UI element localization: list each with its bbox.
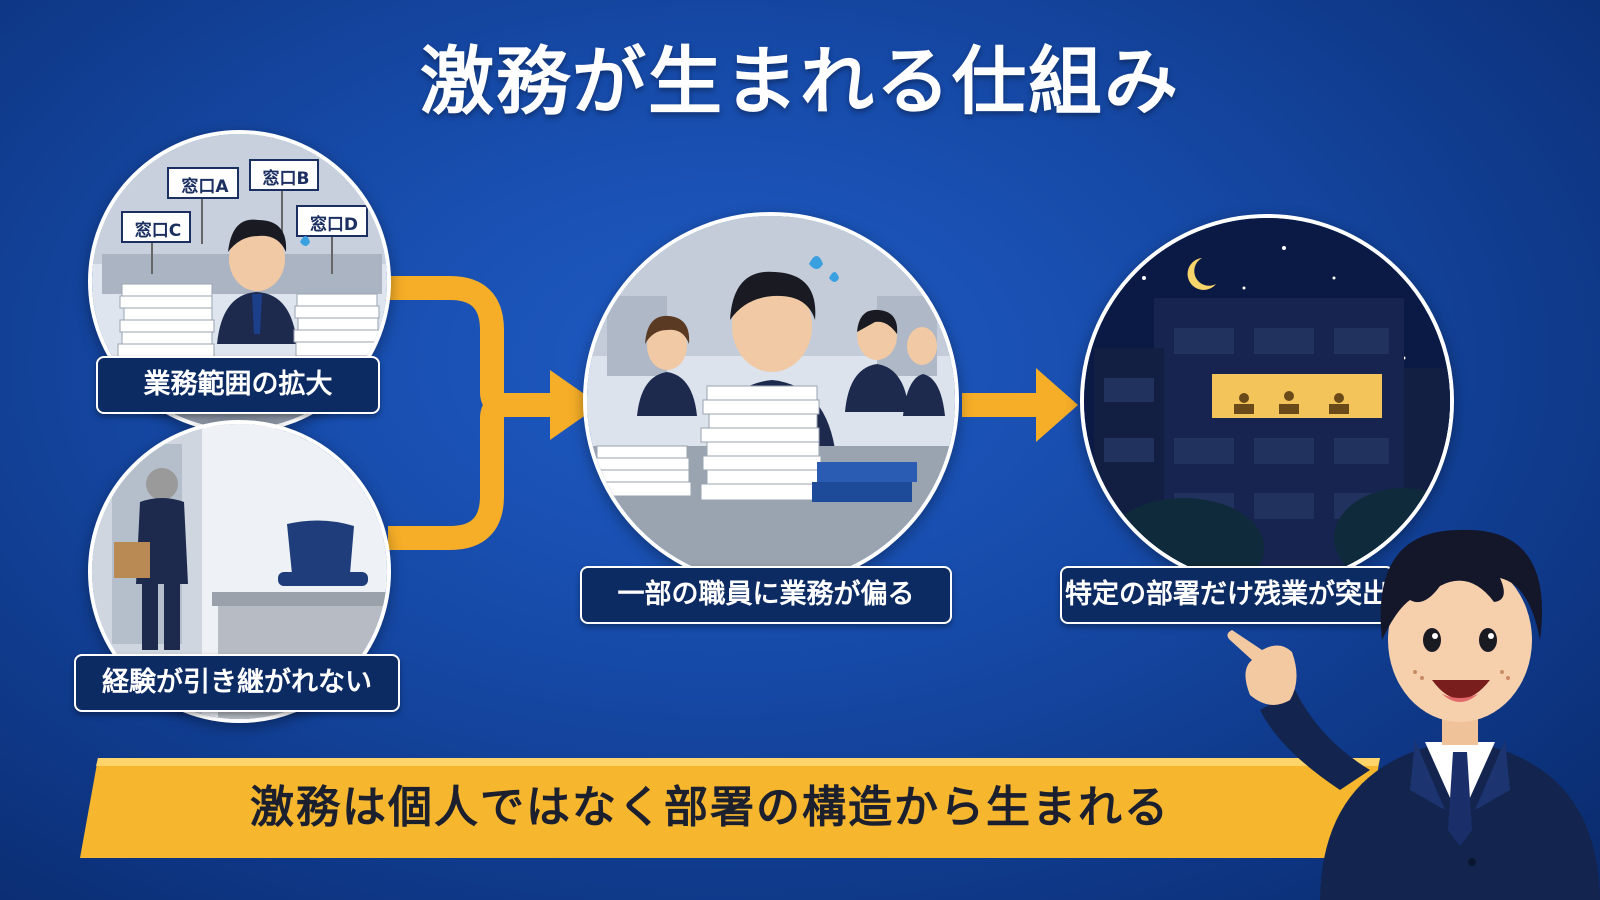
sign-window-a: 窓口A [181, 177, 229, 197]
conclusion-text: 激務は個人ではなく部署の構造から生まれる [250, 782, 1170, 833]
merge-arrow [388, 276, 552, 550]
scene-workload-concentration [583, 212, 959, 588]
sign-window-b: 窓口B [262, 169, 310, 189]
label-workload-concentration: 一部の職員に業務が偏る [580, 566, 952, 624]
page-title: 激務が生まれる仕組み [420, 39, 1180, 125]
label-overtime-night: 特定の部署だけ残業が突出 [1060, 566, 1394, 624]
merge-arrow-head [550, 370, 600, 440]
presenter-character [1227, 529, 1600, 900]
conclusion-banner [80, 758, 1380, 858]
label-scope-expansion: 業務範囲の拡大 [96, 356, 380, 414]
right-arrow-shaft [962, 393, 1040, 417]
right-arrow-head [1036, 368, 1078, 442]
sign-window-c: 窓口C [134, 221, 182, 241]
sign-window-d: 窓口D [309, 215, 359, 235]
label-experience-loss: 経験が引き継がれない [74, 654, 400, 712]
